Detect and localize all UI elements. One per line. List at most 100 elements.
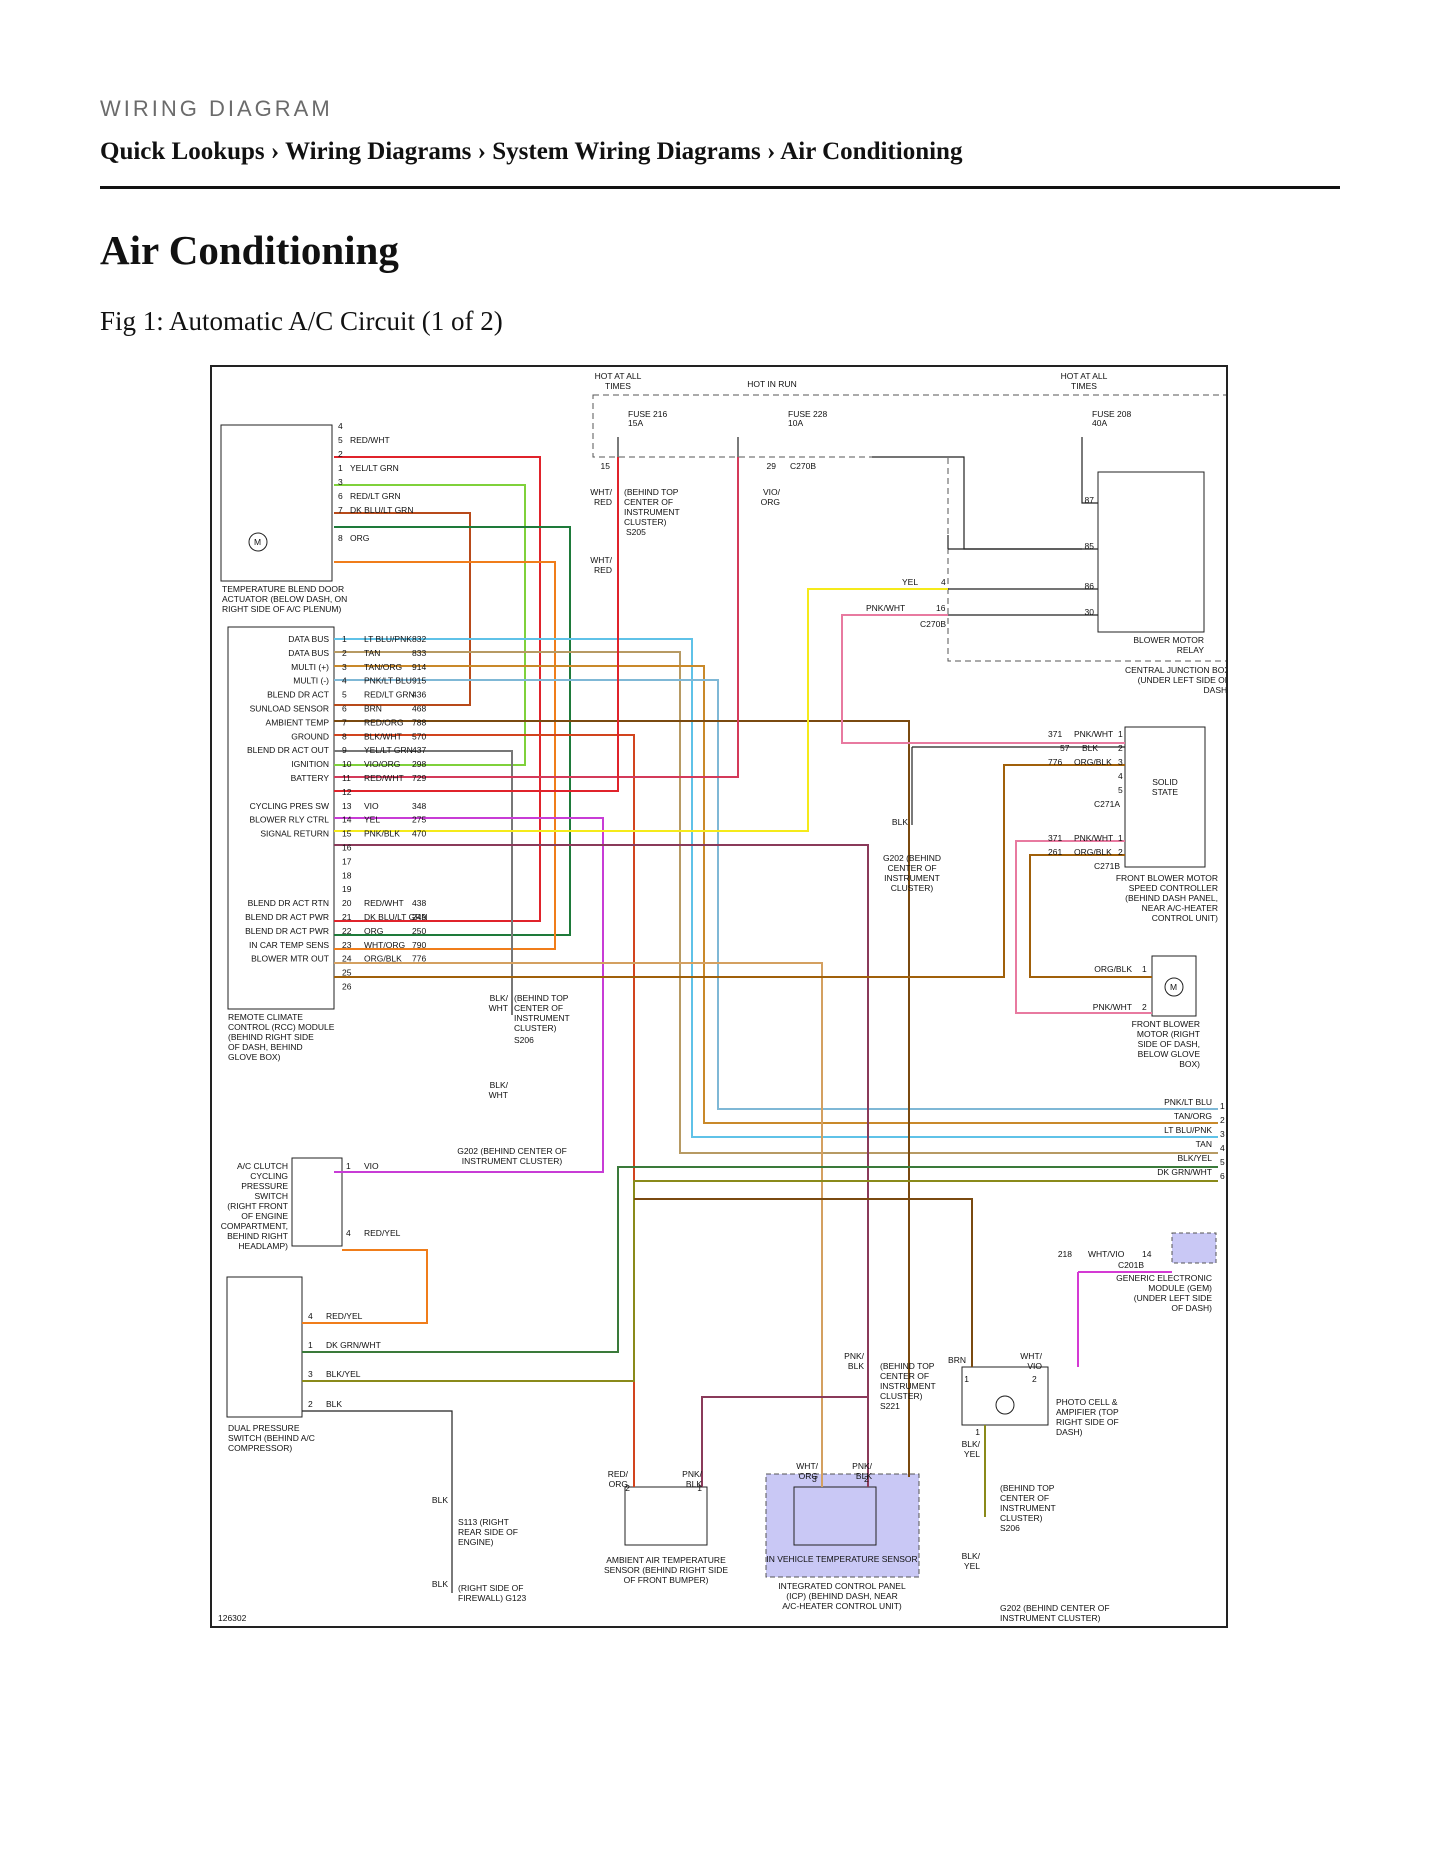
- rcc-pin-number: 9: [342, 745, 347, 755]
- wht-org-label: WHT/ORG: [796, 1461, 818, 1481]
- actuator-wire-label: ORG: [350, 533, 369, 543]
- blk-wht-label: BLK/WHT: [489, 1080, 509, 1100]
- rcc-circuit-label: 249: [412, 912, 426, 922]
- actuator-motor-icon: [248, 532, 268, 552]
- rcc-pin-name: BLEND DR ACT PWR: [245, 926, 329, 936]
- blower-pin2: 2: [1142, 1002, 1147, 1012]
- rcc-circuit-label: 250: [412, 926, 426, 936]
- ss-wire: BLK: [1082, 743, 1098, 753]
- bus-wire-label: BLK/YEL: [1178, 1153, 1213, 1163]
- actuator-pin: 2: [338, 449, 343, 459]
- relay-pnk-wht-pin: 16: [936, 603, 946, 613]
- wire-blk-yel: [302, 1180, 1218, 1382]
- ambient-pin2: 2: [625, 1483, 630, 1493]
- relay-yel-label: YEL: [902, 577, 918, 587]
- wire-red-org: [334, 734, 635, 1487]
- rcc-wire-label: PNK/LT BLU: [364, 676, 412, 686]
- page-title: Air Conditioning: [100, 227, 399, 273]
- breadcrumb-item-quick-lookups[interactable]: Quick Lookups: [100, 138, 265, 165]
- rcc-pin-number: 7: [342, 717, 347, 727]
- wire-pnk-lt-blu: [334, 679, 1218, 1110]
- blower-motor-label: M: [1170, 982, 1177, 992]
- wht-vio-label: WHT/VIO: [1020, 1351, 1042, 1371]
- bus-pin: 1: [1220, 1101, 1225, 1111]
- actuator-pin: 1: [338, 463, 343, 473]
- ss-pin: 1: [1118, 729, 1123, 739]
- ss-pin: 3: [1118, 757, 1123, 767]
- wire-red-yel: [302, 1249, 428, 1324]
- gem-connector: C201B: [1118, 1260, 1144, 1270]
- dual-wire-label: RED/YEL: [326, 1311, 363, 1321]
- ss-pin: 2: [1118, 743, 1123, 753]
- relay-pin: 85: [1085, 541, 1095, 551]
- actuator-pin: 5: [338, 435, 343, 445]
- relay-pin: 86: [1085, 581, 1095, 591]
- rcc-pin-number: 20: [342, 898, 352, 908]
- actuator-wire-label: YEL/LT GRN: [350, 463, 399, 473]
- wht-red-label: WHT/RED: [590, 487, 612, 507]
- wire-85-run: [872, 456, 1098, 550]
- fuse-208-label: FUSE 208: [1092, 409, 1131, 419]
- rcc-pin-name: DATA BUS: [288, 648, 329, 658]
- blower-pin1: 1: [1142, 964, 1147, 974]
- wire-vio: [334, 817, 604, 1173]
- figure-id-label: 126302: [218, 1613, 247, 1623]
- bus-pin: 3: [1220, 1129, 1225, 1139]
- rcc-pin-number: 26: [342, 982, 352, 992]
- fuse-216-label: FUSE 216: [628, 409, 667, 419]
- ac-clutch-red-yel: RED/YEL: [364, 1228, 401, 1238]
- ss-circuit: 371: [1048, 729, 1062, 739]
- photocell-pin1: 1: [964, 1374, 969, 1384]
- wire-fuse-feed: [617, 437, 1098, 504]
- breadcrumb-item-air-conditioning[interactable]: Air Conditioning: [780, 138, 963, 165]
- relay-yel-pin: 4: [941, 577, 946, 587]
- rcc-pin-number: 1: [342, 634, 347, 644]
- rcc-pin-name: DATA BUS: [288, 634, 329, 644]
- rcc-pin-name: MULTI (+): [291, 662, 329, 672]
- photocell-box: [961, 1366, 1049, 1426]
- figure-caption: Fig 1: Automatic A/C Circuit (1 of 2): [100, 306, 503, 336]
- wire-org: [334, 561, 556, 950]
- rcc-wire-label: BRN: [364, 704, 382, 714]
- gem-box: [1171, 1232, 1217, 1264]
- rcc-pin-name: BLOWER MTR OUT: [251, 954, 329, 964]
- ss-pin: 2: [1118, 847, 1123, 857]
- page-kicker: WIRING DIAGRAM: [100, 96, 333, 121]
- rcc-circuit-label: 275: [412, 815, 426, 825]
- wiring-diagram: M M: [210, 365, 1228, 1628]
- rcc-wire-label: ORG/BLK: [364, 954, 402, 964]
- wire-brn: [334, 720, 910, 1477]
- bus-wire-label: LT BLU/PNK: [1164, 1125, 1212, 1135]
- pnk-blk-label: PNK/BLK: [682, 1469, 702, 1489]
- blower-pnk-wht: PNK/WHT: [1093, 1002, 1132, 1012]
- ivs-pin3: 3: [812, 1474, 817, 1484]
- ss-circuit: 261: [1048, 847, 1062, 857]
- ivs-label: IN VEHICLE TEMPERATURE SENSOR: [766, 1554, 917, 1564]
- rcc-pin-number: 21: [342, 912, 352, 922]
- rcc-pin-name: GROUND: [291, 731, 329, 741]
- icp-label: INTEGRATED CONTROL PANEL(ICP) (BEHIND DA…: [778, 1581, 906, 1611]
- ivs-pin2: 2: [864, 1474, 869, 1484]
- breadcrumb-item-system-wiring-diagrams[interactable]: System Wiring Diagrams: [492, 138, 761, 165]
- pnk-blk-label: PNK/BLK: [852, 1461, 872, 1481]
- photocell-pin1b: 1: [975, 1427, 980, 1437]
- brn-label: BRN: [948, 1355, 966, 1365]
- wire-pnk-wht-b: [1015, 840, 1152, 1014]
- bus-wire-label: TAN/ORG: [1174, 1111, 1212, 1121]
- rcc-wire-label: RED/WHT: [364, 898, 404, 908]
- rcc-pin-number: 3: [342, 662, 347, 672]
- breadcrumb-item-wiring-diagrams[interactable]: Wiring Diagrams: [285, 138, 472, 165]
- blk-yel-label: BLK/YEL: [962, 1551, 981, 1571]
- rcc-pin-number: 13: [342, 801, 352, 811]
- rcc-pin-name: MULTI (-): [293, 676, 329, 686]
- dual-wire-label: BLK: [326, 1399, 342, 1409]
- wire-86-30: [948, 588, 1098, 616]
- ss-c271a: C271A: [1094, 799, 1120, 809]
